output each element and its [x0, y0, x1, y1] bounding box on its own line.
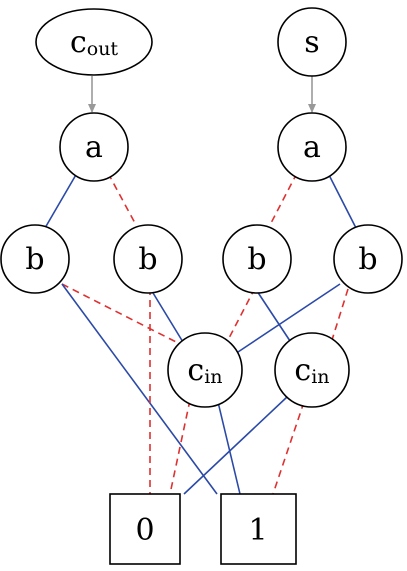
node-cin-right-main-label: c — [294, 353, 311, 388]
node-b2-label: b — [138, 242, 157, 277]
edge-a-left-to-b1 — [44, 172, 78, 229]
edge-b4-to-cin-right — [331, 288, 349, 341]
node-a-left-label: a — [85, 130, 103, 165]
node-cin-left-subscript: in — [204, 366, 222, 388]
terminal-one-label: 1 — [248, 513, 267, 548]
terminal-zero: 0 — [109, 493, 181, 565]
edge-a-left-to-b2 — [107, 172, 137, 226]
node-b2: b — [113, 224, 183, 294]
node-cin-right-subscript: in — [311, 366, 329, 388]
node-b4-label: b — [358, 242, 377, 277]
node-s-label: s — [304, 25, 319, 60]
edge-cin-right-to-one — [272, 401, 305, 495]
node-cout-main-label: c — [70, 25, 87, 60]
node-a-left: a — [59, 112, 129, 182]
edge-b3-to-cin-right — [254, 287, 295, 348]
node-s: s — [277, 7, 347, 77]
node-a-right-label: a — [303, 130, 321, 165]
terminal-one: 1 — [220, 493, 297, 565]
node-b3: b — [222, 224, 292, 294]
node-cin-left-main-label: c — [187, 353, 204, 388]
node-a-right: a — [277, 112, 347, 182]
edge-b3-to-cin-left — [227, 287, 256, 341]
edge-a-right-to-b3 — [269, 172, 298, 226]
svg-text:cin: cin — [294, 353, 329, 388]
svg-text:cout: cout — [70, 25, 118, 60]
edge-a-right-to-b4 — [327, 172, 357, 229]
edge-b1-to-one — [61, 283, 218, 495]
node-cin-right: cin — [274, 332, 350, 408]
node-b4: b — [333, 224, 403, 294]
edge-b2-to-cin-left — [149, 287, 187, 348]
terminal-zero-label: 0 — [135, 513, 154, 548]
node-b1-label: b — [25, 242, 44, 277]
edge-cin-left-to-zero — [169, 399, 191, 495]
edge-b4-to-cin-left — [237, 283, 341, 353]
node-cout: cout — [35, 8, 153, 76]
svg-text:cin: cin — [187, 353, 222, 388]
node-b1: b — [0, 224, 70, 294]
edge-cin-right-to-zero — [183, 396, 288, 495]
edge-cin-left-to-one — [217, 401, 241, 495]
node-cout-subscript: out — [87, 38, 119, 60]
node-cin-left: cin — [167, 332, 243, 408]
node-b3-label: b — [247, 242, 266, 277]
